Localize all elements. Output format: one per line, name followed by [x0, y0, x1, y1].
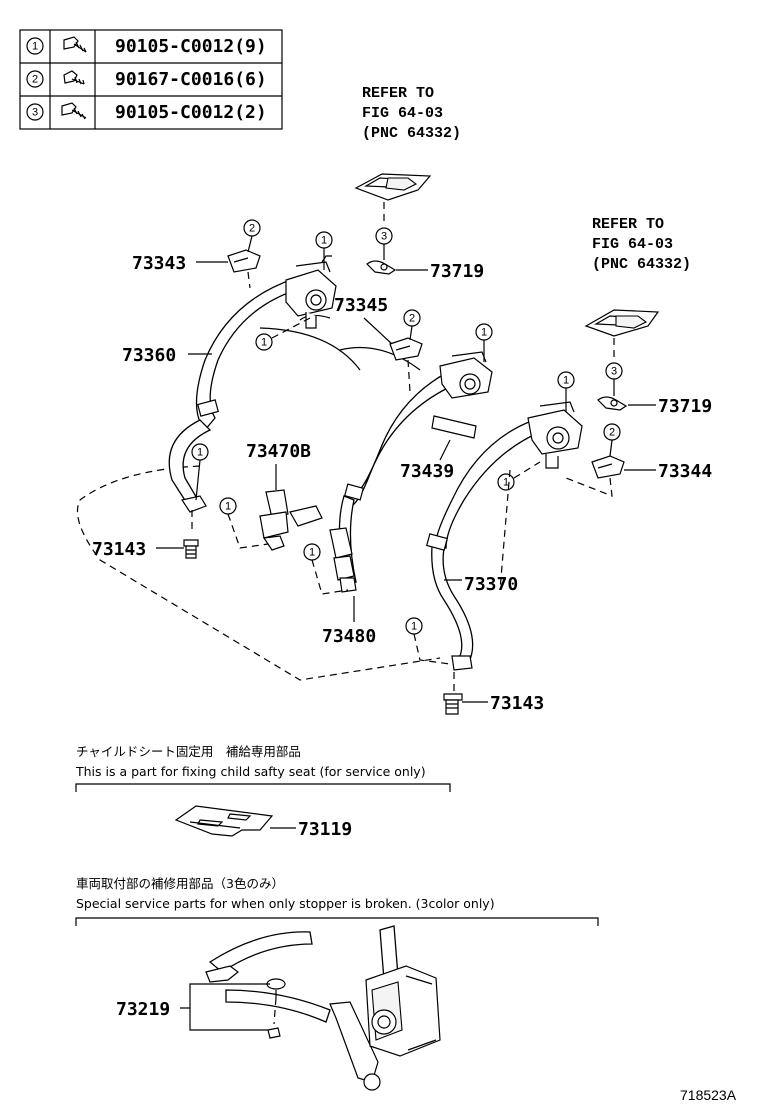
reference-note-right: REFER TO FIG 64-03 (PNC 64332) — [592, 216, 691, 273]
section-bracket — [75, 783, 451, 792]
leader-line — [247, 235, 253, 253]
callout-number: 1 — [225, 501, 231, 513]
part-label-73345: 73345 — [334, 295, 388, 316]
leader-dashed — [499, 469, 511, 591]
callout-number: 1 — [261, 337, 267, 349]
callout-number: 3 — [381, 231, 387, 243]
clip-73719-right — [597, 396, 628, 411]
callout-number: 2 — [609, 427, 615, 439]
part-label-73480: 73480 — [322, 626, 376, 647]
leader-dashed — [413, 633, 451, 665]
reference-note-upper: REFER TO FIG 64-03 (PNC 64332) — [362, 85, 461, 142]
leader-dashed — [311, 559, 349, 595]
leader-dashed — [565, 477, 613, 497]
cover-plate-right — [584, 309, 660, 337]
callout-number: 1 — [563, 375, 569, 387]
fastener-table: 1 90105-C0012(9) 2 90167-C0016(6) 3 9010… — [19, 29, 283, 130]
leader-dashed — [513, 461, 541, 479]
callout-number: 3 — [611, 366, 617, 378]
leader-line — [409, 325, 413, 341]
callout-number: 1 — [411, 621, 417, 633]
part-label-73370: 73370 — [464, 574, 518, 595]
callout-circle — [497, 473, 515, 491]
buckle-73470b — [259, 489, 323, 551]
leader-bracket — [180, 983, 270, 1031]
part-label-73439: 73439 — [400, 461, 454, 482]
figure-id: 718523A — [680, 1087, 737, 1103]
leader-dashed — [247, 271, 251, 289]
reference-line: (PNC 64332) — [592, 256, 691, 273]
section-bracket — [75, 917, 599, 926]
part-label-73119: 73119 — [298, 819, 352, 840]
reference-line: FIG 64-03 — [362, 105, 443, 122]
reference-line: (PNC 64332) — [362, 125, 461, 142]
bolt-icon — [61, 102, 87, 120]
part-label-73719: 73719 — [658, 396, 712, 417]
callout-number: 2 — [249, 223, 255, 235]
stopper-assembly-detail — [205, 925, 441, 1091]
anchor-bolt-73143-right — [443, 693, 463, 715]
leader-line — [609, 439, 613, 457]
child-seat-note-jp: チャイルドシート固定用 補給専用部品 — [76, 744, 301, 759]
bracket-73343 — [227, 249, 261, 273]
callout-number: 1 — [503, 477, 509, 489]
stopper-note-jp: 車両取付部の補修用部品（3色のみ） — [76, 876, 284, 891]
part-label-73219: 73219 — [116, 999, 170, 1020]
part-label-73719: 73719 — [430, 261, 484, 282]
callout-circle — [26, 70, 44, 88]
table-border — [19, 29, 283, 130]
seatbelt-73360 — [168, 255, 337, 513]
callout-circle — [26, 103, 44, 121]
leader-dashed — [227, 513, 269, 549]
callout-number: 2 — [409, 313, 415, 325]
child-seat-note-en: This is a part for fixing child safty se… — [75, 764, 426, 779]
clip-73719-upper — [366, 260, 397, 275]
reference-line: REFER TO — [592, 216, 664, 233]
leader-dashed — [407, 359, 411, 393]
table-part-number: 90167-C0016(6) — [115, 69, 267, 90]
stopper-note-en: Special service parts for when only stop… — [76, 896, 495, 911]
buckle-73480 — [329, 527, 357, 593]
leader-line — [363, 317, 393, 345]
leader-line — [439, 439, 451, 461]
leader-line — [195, 459, 201, 501]
callout-circle — [26, 37, 44, 55]
leader-dashed — [273, 997, 277, 1025]
bolt-icon — [63, 70, 85, 85]
part-label-73343: 73343 — [132, 253, 186, 274]
cover-plate-upper — [354, 173, 432, 201]
callout-number: 1 — [321, 235, 327, 247]
table-part-number: 90105-C0012(9) — [115, 36, 267, 57]
callout-number: 1 — [197, 447, 203, 459]
part-label-73360: 73360 — [122, 345, 176, 366]
bracket-73345 — [389, 337, 423, 361]
callout-circle — [255, 333, 273, 351]
seat-outline — [76, 465, 441, 681]
reference-line: FIG 64-03 — [592, 236, 673, 253]
part-label-73470b: 73470B — [246, 441, 311, 462]
reference-line: REFER TO — [362, 85, 434, 102]
callout-number: 1 — [309, 547, 315, 559]
plate-73119 — [174, 805, 274, 837]
table-row-index: 1 — [32, 41, 38, 53]
seatbelt-73370 — [426, 401, 583, 671]
callout-number: 1 — [481, 327, 487, 339]
part-label-73143: 73143 — [490, 693, 544, 714]
table-part-number: 90105-C0012(2) — [115, 102, 267, 123]
leader-dashed — [271, 317, 311, 339]
table-row-index: 2 — [32, 74, 38, 86]
part-label-73344: 73344 — [658, 461, 712, 482]
bolt-icon — [63, 36, 87, 53]
pad-73439 — [431, 415, 477, 439]
bracket-73344 — [591, 455, 625, 479]
anchor-bolt-73143-left — [183, 539, 199, 559]
table-row-index: 3 — [32, 107, 38, 119]
part-label-73143: 73143 — [92, 539, 146, 560]
seat-back-contour — [259, 327, 421, 371]
